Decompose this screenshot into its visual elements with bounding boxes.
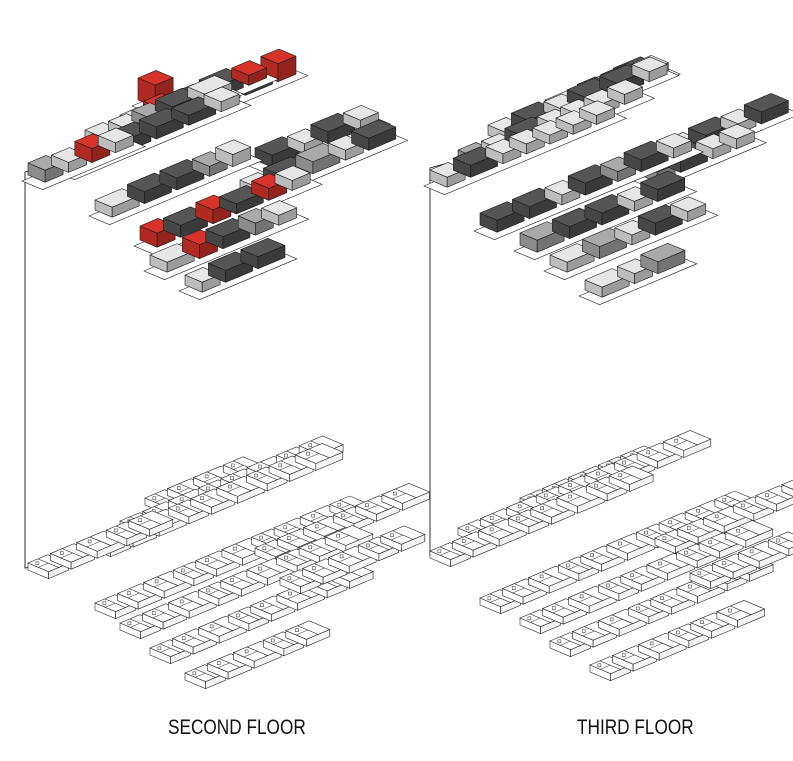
third-plan-b-unit	[662, 430, 712, 458]
second-floor-massing	[21, 48, 409, 300]
third-floor-massing	[423, 55, 793, 305]
second-plan-g-unit	[119, 614, 162, 640]
third-floor-panel	[423, 55, 793, 682]
third-plan-e-unit	[654, 529, 697, 555]
second-plan-c-unit	[167, 499, 210, 525]
third-row-g-block	[718, 123, 755, 150]
second-plan-e-unit	[172, 561, 215, 587]
second-floor-caption: SECOND FLOOR	[168, 716, 306, 739]
second-plan-g-unit	[275, 548, 318, 574]
third-plan-c-unit	[585, 476, 628, 502]
second-plan-d-unit	[27, 554, 70, 580]
second-plan-h-unit	[227, 606, 270, 632]
second-row-f-block	[342, 105, 379, 131]
second-plan-g-unit	[197, 581, 240, 607]
third-plan-h-unit	[667, 623, 710, 649]
third-row-c-block	[631, 56, 668, 83]
third-plan-i-unit	[689, 564, 732, 590]
third-floor-caption: THIRD FLOOR	[577, 716, 694, 739]
third-plan-g-unit	[676, 576, 726, 604]
second-row-i-block	[274, 165, 311, 191]
third-plan-c-unit	[507, 509, 550, 535]
second-row-h-block	[215, 139, 252, 167]
third-floor-connector-line	[429, 163, 445, 557]
second-plan-i-unit	[262, 631, 305, 657]
second-row-b-block	[231, 60, 268, 86]
second-plan-d-unit	[128, 510, 174, 537]
third-plan-f-unit	[724, 520, 774, 548]
second-row-j-block	[261, 200, 298, 226]
third-plan-f-unit	[675, 543, 718, 569]
second-plan-j-unit	[380, 525, 426, 552]
third-row-k-block	[640, 242, 686, 275]
third-plan-i-unit	[767, 531, 793, 557]
third-row-e-block	[579, 100, 615, 125]
third-row-j-block	[670, 196, 707, 222]
second-row-d-block	[203, 86, 240, 113]
second-plan-c-unit	[294, 443, 344, 471]
second-plan-j-unit	[279, 569, 322, 595]
second-row-k-block	[240, 237, 286, 270]
third-plan-c-unit	[608, 465, 654, 492]
second-plan-i-unit	[285, 620, 331, 647]
third-row-d-block	[607, 79, 643, 105]
third-plan-f-unit	[519, 609, 562, 635]
second-plan-f-unit	[332, 506, 375, 532]
third-plan-d-unit	[479, 589, 522, 615]
second-row-e-block	[97, 127, 134, 154]
third-plan-d-unit	[557, 556, 600, 582]
third-row-h-block	[656, 133, 692, 159]
third-row-f-block	[743, 93, 789, 125]
third-floor-plan	[429, 430, 793, 682]
third-plan-g-unit	[627, 599, 670, 625]
third-plan-g-unit	[549, 632, 592, 658]
third-plan-h-unit	[589, 656, 632, 682]
second-floor-connector-line	[24, 167, 41, 569]
third-row-i-block	[640, 170, 686, 202]
second-row-g-block	[351, 119, 397, 151]
second-floor-panel	[21, 48, 431, 690]
second-plan-f-unit	[381, 483, 431, 511]
second-plan-j-unit	[357, 536, 400, 562]
second-floor-plan	[27, 435, 431, 690]
third-plan-e-unit	[781, 479, 793, 497]
third-plan-h-unit	[716, 600, 766, 628]
